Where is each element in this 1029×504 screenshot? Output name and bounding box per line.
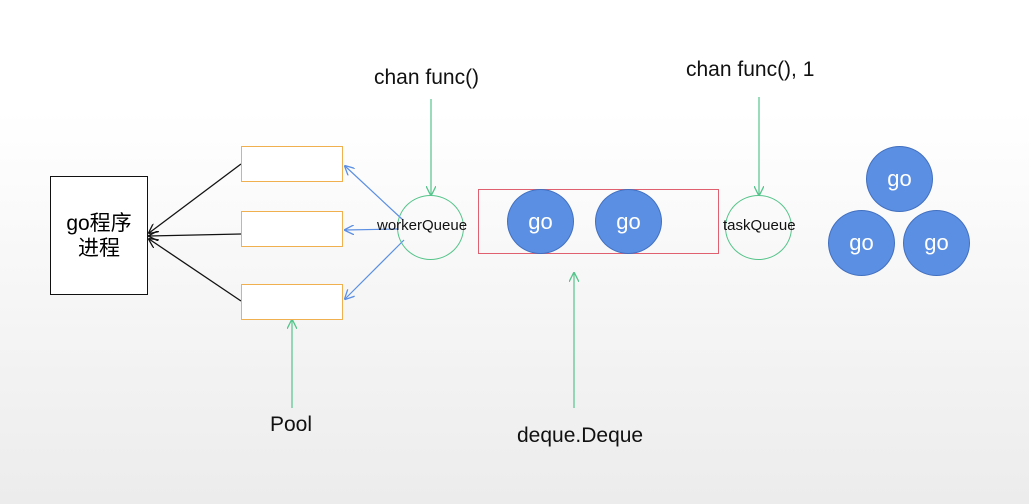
deque-goroutine: go bbox=[595, 189, 662, 254]
arrow-slot2-to-process bbox=[149, 234, 242, 236]
deque-goroutine: go bbox=[507, 189, 574, 254]
worker-queue-circle bbox=[397, 195, 464, 260]
task-queue-label: taskQueue bbox=[723, 217, 796, 234]
deque-label: deque.Deque bbox=[517, 424, 644, 447]
pool-slot bbox=[241, 211, 343, 247]
arrow-slot1-to-process bbox=[149, 163, 242, 233]
go-process-box: go程序 进程 bbox=[50, 176, 148, 295]
deque-box bbox=[478, 189, 719, 254]
pending-goroutine: go bbox=[828, 210, 895, 276]
worker-queue-type-label: chan func() bbox=[374, 66, 480, 89]
arrow-slot3-to-process bbox=[149, 239, 242, 302]
pending-goroutine: go bbox=[903, 210, 970, 276]
task-queue-circle bbox=[725, 195, 792, 260]
go-process-label-line2: 进程 bbox=[78, 236, 120, 260]
task-queue-type-label: chan func(), 1 bbox=[686, 58, 815, 81]
pool-slot bbox=[241, 284, 343, 320]
pool-slot bbox=[241, 146, 343, 182]
arrow-queue-to-slot2 bbox=[345, 229, 398, 230]
worker-queue-label: workerQueue bbox=[377, 217, 468, 234]
pool-label: Pool bbox=[270, 413, 313, 436]
arrow-queue-to-slot3 bbox=[345, 239, 405, 299]
pending-goroutine: go bbox=[866, 146, 933, 212]
go-process-label-line1: go程序 bbox=[66, 211, 132, 235]
arrow-queue-to-slot1 bbox=[345, 166, 404, 221]
